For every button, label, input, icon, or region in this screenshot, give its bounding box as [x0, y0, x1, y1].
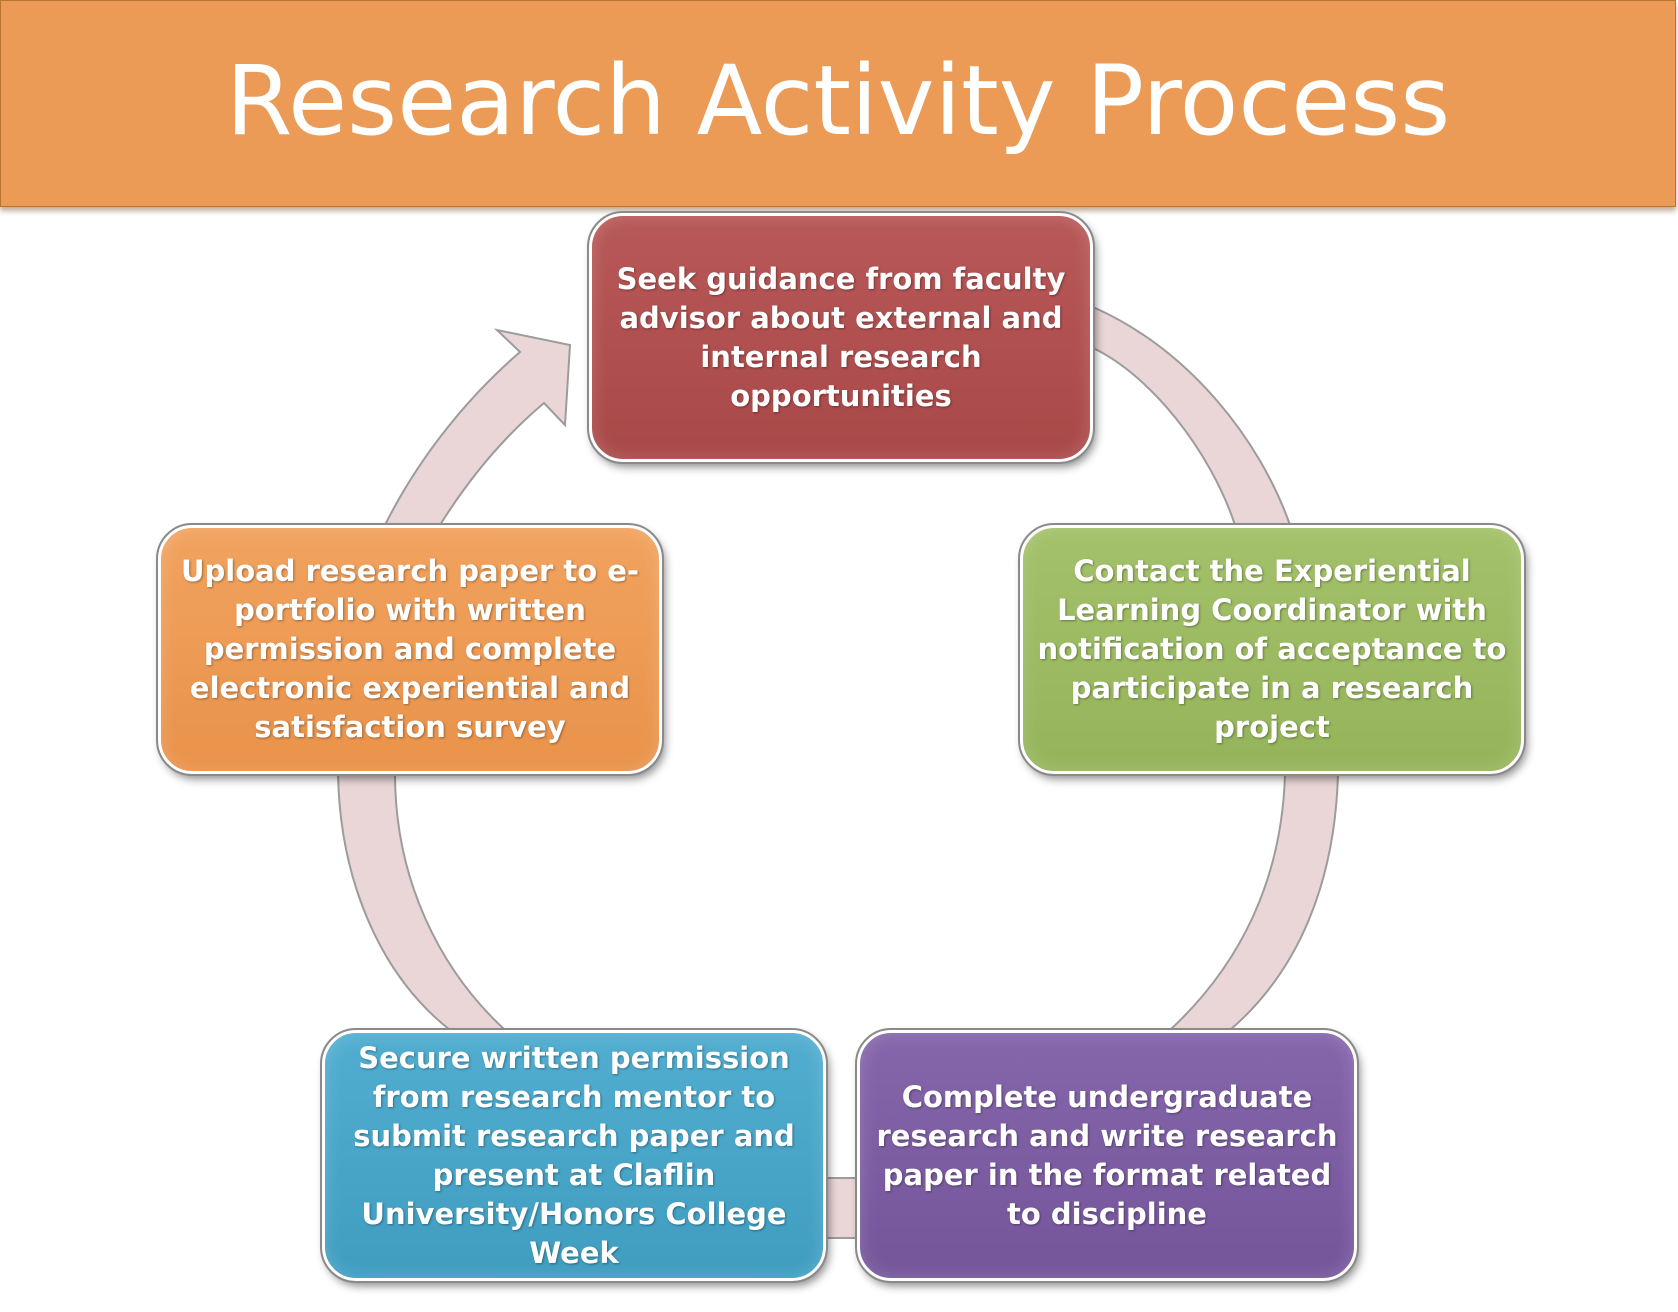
step-upload-paper: Upload research paper to e-portfolio wit… [156, 523, 664, 776]
title-banner: Research Activity Process [0, 0, 1676, 207]
cycle-segment-4-5 [336, 773, 508, 1031]
cycle-segment-2-3 [1167, 773, 1340, 1031]
step-upload-paper-label: Upload research paper to e-portfolio wit… [180, 554, 640, 744]
cycle-segment-3-4 [825, 1177, 858, 1239]
cycle-arrow-5-1 [383, 328, 572, 526]
step-secure-permission: Secure written permission from research … [320, 1028, 828, 1283]
step-complete-research-label: Complete undergraduate research and writ… [876, 1079, 1338, 1231]
step-contact-coordinator: Contact the Experiential Learning Coordi… [1018, 523, 1526, 776]
step-seek-guidance-label: Seek guidance from faculty advisor about… [616, 261, 1066, 413]
step-secure-permission-label: Secure written permission from research … [353, 1040, 795, 1270]
step-contact-coordinator-label: Contact the Experiential Learning Coordi… [1037, 554, 1507, 744]
step-complete-research: Complete undergraduate research and writ… [855, 1028, 1359, 1283]
step-seek-guidance: Seek guidance from faculty advisor about… [587, 211, 1095, 464]
page-title: Research Activity Process [225, 45, 1451, 157]
cycle-segment-1-2 [1092, 305, 1292, 526]
